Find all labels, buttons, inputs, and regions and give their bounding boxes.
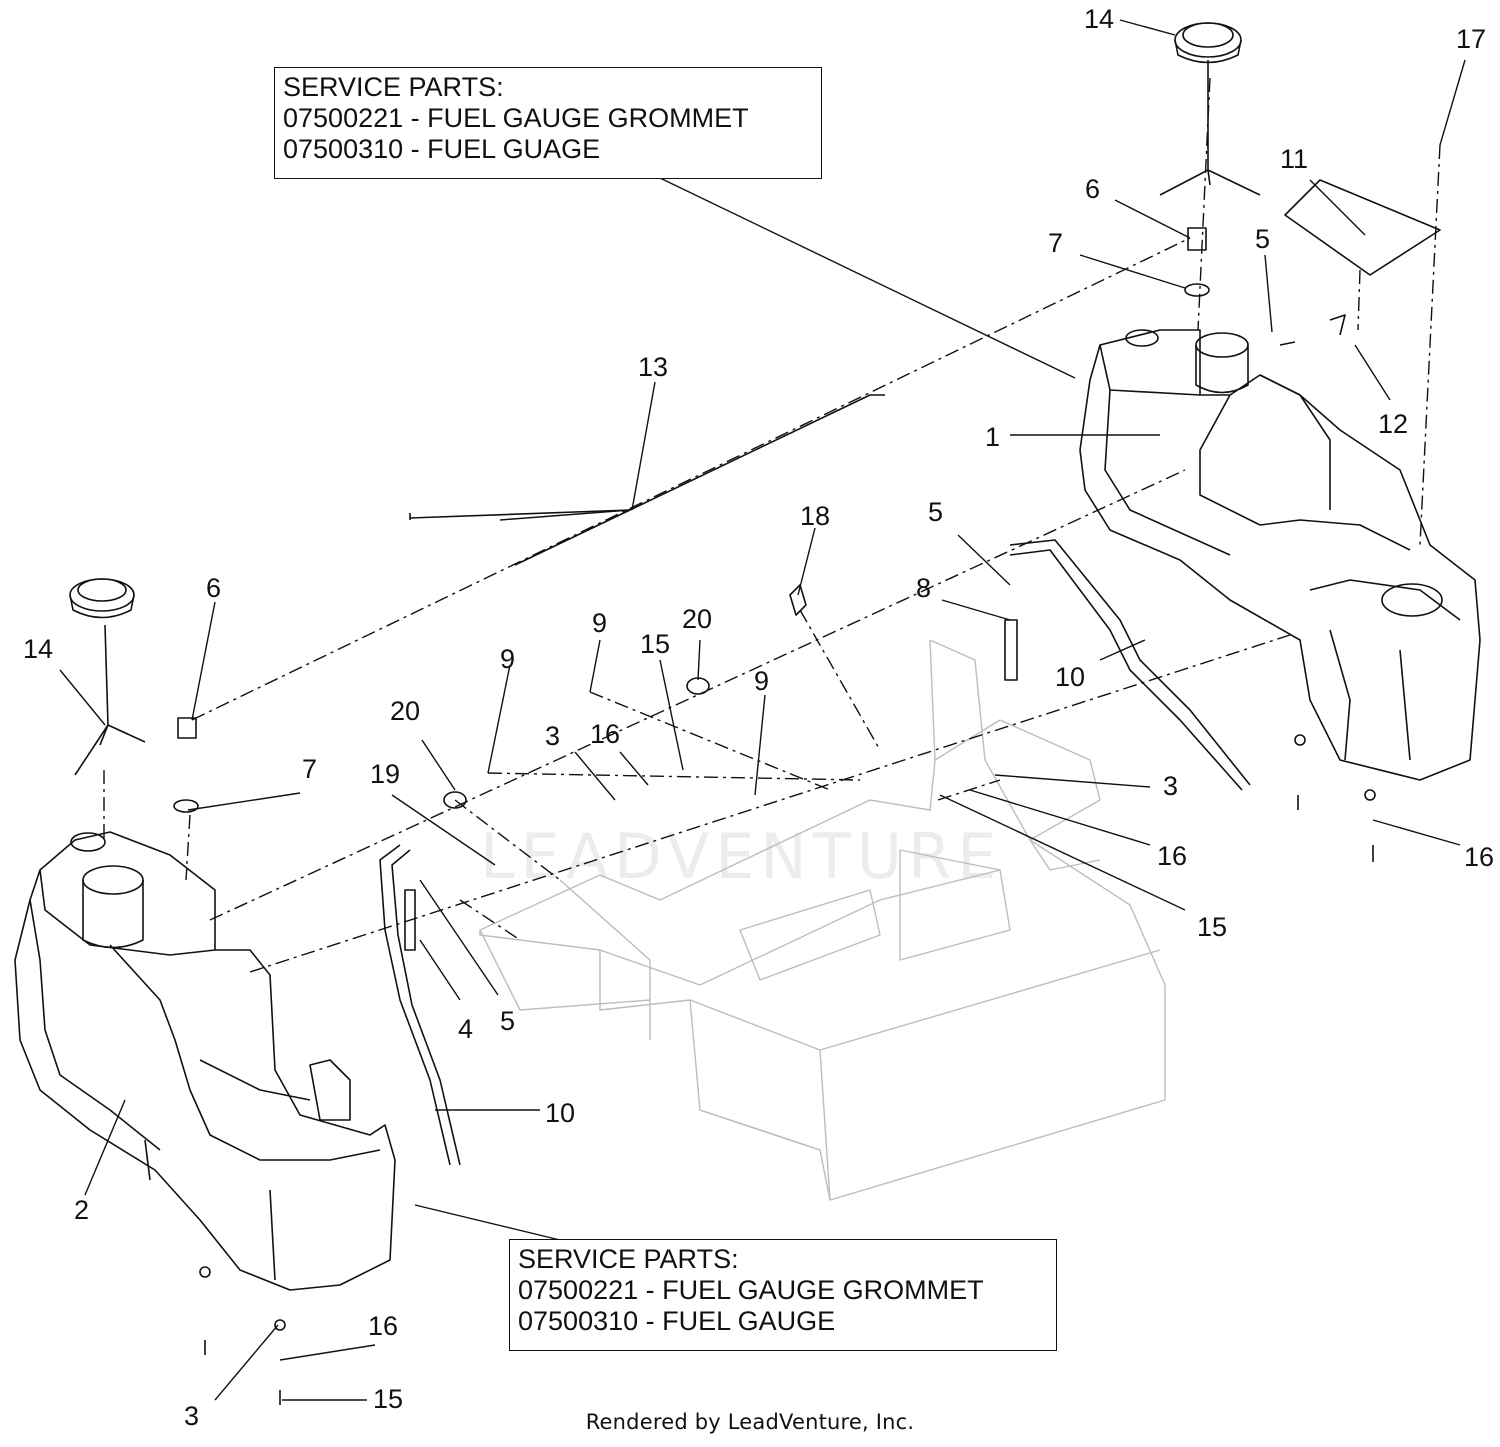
gas-cap-right — [1159, 22, 1261, 196]
callout-16-a: 16 — [590, 719, 620, 749]
service-part-gauge: 07500310 - FUEL GAUGE — [518, 1306, 836, 1336]
leader-lines — [59, 19, 1466, 1401]
callout-3-b: 3 — [1163, 771, 1178, 801]
callout-11: 11 — [1280, 144, 1308, 174]
service-part-grommet: 07500221 - FUEL GAUGE GROMMET — [283, 103, 749, 133]
callout-7-right: 7 — [1048, 228, 1063, 258]
callout-14-right: 14 — [1084, 4, 1114, 34]
callout-5-left: 5 — [500, 1006, 515, 1036]
callout-3-c: 3 — [184, 1401, 199, 1431]
callout-16-c: 16 — [1464, 842, 1494, 872]
callout-9-c: 9 — [754, 666, 769, 696]
service-part-gauge: 07500310 - FUEL GUAGE — [283, 134, 601, 164]
callout-10-right: 10 — [1055, 662, 1085, 692]
callout-9-b: 9 — [500, 644, 515, 674]
watermark-text: LEADVENTURE — [480, 820, 1003, 893]
callout-16-b: 16 — [1157, 841, 1187, 871]
frame-chassis — [479, 639, 1166, 1201]
callout-9-a: 9 — [592, 608, 607, 638]
fuel-line-13 — [409, 394, 885, 566]
callout-20-a: 20 — [682, 604, 712, 634]
callout-5-mid: 5 — [928, 497, 943, 527]
callout-14-left: 14 — [23, 634, 53, 664]
hardware-parts — [173, 179, 1441, 1405]
assembly-lines — [103, 77, 1441, 973]
callout-6-left: 6 — [206, 573, 221, 603]
callout-2: 2 — [74, 1195, 89, 1225]
fuel-tank-left — [14, 831, 396, 1291]
callout-12: 12 — [1378, 409, 1408, 439]
callout-15-c: 15 — [373, 1384, 403, 1414]
callout-3-a: 3 — [545, 721, 560, 751]
callout-18: 18 — [800, 501, 830, 531]
gas-cap-left — [69, 578, 146, 776]
callout-4: 4 — [458, 1014, 473, 1044]
callout-15-a: 15 — [640, 629, 670, 659]
callout-15-b: 15 — [1197, 912, 1227, 942]
callout-7-left: 7 — [302, 754, 317, 784]
callout-16-d: 16 — [368, 1311, 398, 1341]
render-credit: Rendered by LeadVenture, Inc. — [585, 1410, 915, 1434]
service-parts-heading: SERVICE PARTS: — [518, 1244, 739, 1274]
service-parts-box-top: SERVICE PARTS: 07500221 - FUEL GAUGE GRO… — [274, 67, 822, 179]
callout-1: 1 — [985, 422, 1000, 452]
service-parts-box-bottom: SERVICE PARTS: 07500221 - FUEL GAUGE GRO… — [509, 1239, 1057, 1351]
service-part-grommet: 07500221 - FUEL GAUGE GROMMET — [518, 1275, 984, 1305]
callout-numbers: 14 17 11 6 5 7 13 1 12 18 5 8 10 6 14 9 … — [23, 4, 1494, 1431]
callout-10-left: 10 — [545, 1098, 575, 1128]
callout-20-b: 20 — [390, 696, 420, 726]
callout-17: 17 — [1456, 24, 1486, 54]
callout-13: 13 — [638, 352, 668, 382]
fuel-hose-10 — [379, 539, 1251, 1166]
callout-6-right: 6 — [1085, 174, 1100, 204]
callout-19: 19 — [370, 759, 400, 789]
callout-5-right: 5 — [1255, 224, 1270, 254]
service-parts-heading: SERVICE PARTS: — [283, 72, 504, 102]
callout-8: 8 — [916, 573, 931, 603]
fuel-tank-right — [1079, 329, 1481, 781]
